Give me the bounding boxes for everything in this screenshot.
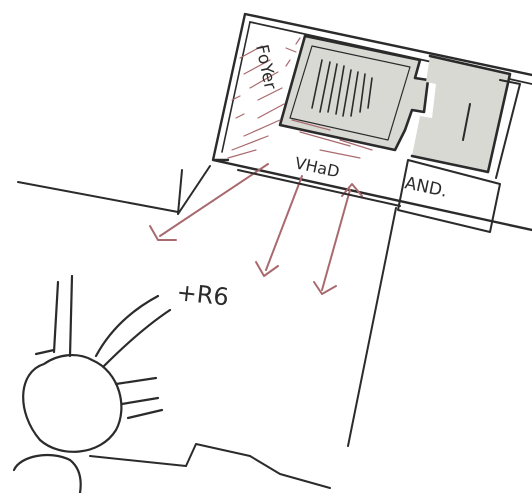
red-arrows [149,163,363,295]
gray-room [278,34,430,152]
label-trb: +R6 [175,278,230,311]
foyer-shading [227,37,373,159]
gray-room-right [410,54,521,179]
floor-lines [17,165,401,489]
label-foyer: FoYer [251,43,280,91]
and-room [397,159,501,233]
seating-figure [12,274,172,493]
arrow-double [321,189,351,291]
arrow-left [159,163,269,237]
label-and: AND. [403,173,449,201]
arrow-down-1 [265,175,303,271]
label-vhad: VHaD [293,153,341,181]
